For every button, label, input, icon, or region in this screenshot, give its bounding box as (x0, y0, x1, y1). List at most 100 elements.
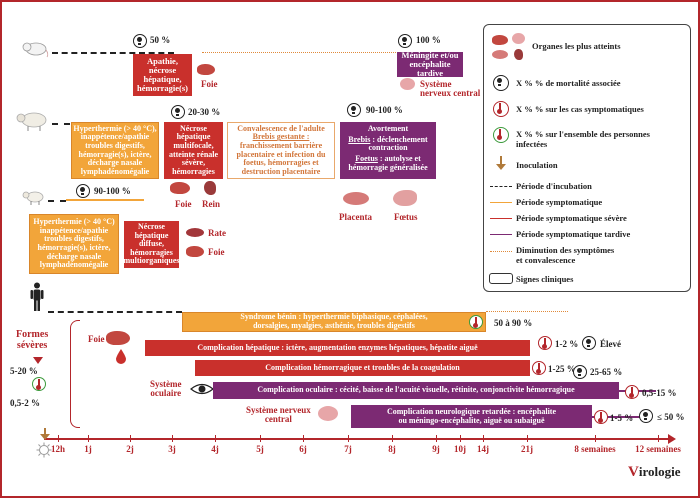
axis-arrow-icon (668, 434, 676, 444)
legend-all-infected: X % % sur l'ensemble des personnes infec… (516, 129, 650, 149)
axis-tick-label: 9j (432, 444, 440, 454)
sheep-abort-line2: Foetus : autolyse et hémorragie générali… (348, 153, 428, 172)
axis-tick-label: 8 semaines (574, 444, 616, 454)
axis-tick-label: 14j (477, 444, 489, 454)
sheep-icon (16, 112, 47, 131)
benign-syndrome-bar: Syndrome bénin : hyperthermie biphasique… (182, 312, 486, 332)
formes-severes-label: Formes sévères (16, 329, 49, 351)
human-incubation-line (48, 311, 182, 313)
sheep-abort-l1u: Brebis (348, 134, 371, 144)
axis-tick-mark (130, 435, 131, 442)
liver-icon (106, 331, 130, 345)
axis-tick-label: 8j (388, 444, 396, 454)
skull-icon (133, 34, 147, 48)
sheep-conv-body: franchissement barrière placentaire et i… (236, 140, 326, 176)
skull-icon (347, 103, 361, 117)
legend-organes: Organes les plus atteints (532, 41, 621, 51)
sheep-box-symptomatic: Hyperthermie (> 40 °C), inappétence/apat… (71, 122, 159, 179)
axis-tick-mark (460, 435, 461, 442)
axis-tick-mark (658, 435, 659, 442)
legend-mortality: X % % de mortalité associée (516, 78, 621, 88)
skull-icon (398, 34, 412, 48)
sheep-conv-sub: Brebis gestante : (252, 132, 310, 142)
brand-text: irologie (638, 464, 681, 479)
axis-tick-label: 12 semaines (635, 444, 681, 454)
skull-icon (171, 105, 185, 119)
lamb-rate-label: Rate (208, 228, 226, 238)
mouse-convalescence-line (202, 52, 400, 53)
hemorrhagic-pct: 1-25 % (548, 364, 576, 374)
skull-icon (493, 75, 509, 91)
legend-late-line (490, 234, 512, 235)
axis-tick-label: 5j (256, 444, 264, 454)
brain-icon (400, 78, 415, 90)
thermometer-icon (493, 101, 509, 117)
thermometer-green-icon (493, 127, 509, 143)
legend-diminution: Diminution des symptômes et convalescenc… (516, 245, 615, 265)
down-arrow-icon (33, 357, 43, 364)
axis-tick-mark (348, 435, 349, 442)
benign-pct: 50 à 90 % (494, 318, 533, 328)
hepatic-mortality: Élevé (600, 339, 621, 349)
neuro-complication-bar: Complication neurologique retardée : enc… (351, 405, 592, 428)
lamb-box-severe: Nécrose hépatique diffuse, hémorragies m… (124, 221, 180, 268)
placenta-icon (492, 50, 508, 59)
legend-signs: Signes cliniques (516, 274, 574, 284)
axis-tick-mark (436, 435, 437, 442)
ocular-pct: 0,5-15 % (642, 388, 677, 398)
sheep-foie-label: Foie (175, 199, 192, 209)
lamb-foie-label: Foie (208, 247, 225, 257)
brain-icon (318, 406, 338, 421)
liver-icon (492, 35, 508, 45)
liver-icon (197, 64, 215, 75)
mouse-foie-label: Foie (201, 79, 218, 89)
legend-sympt-period: Période symptomatique (516, 197, 603, 207)
axis-tick-mark (527, 435, 528, 442)
lamb-icon (22, 191, 44, 205)
lamb-symptomatic-line (66, 199, 144, 201)
mouse-mortality: 50 % (150, 35, 171, 45)
axis-tick-mark (595, 435, 596, 442)
lamb-box-symptomatic: Hyperthermie (> 40 °C) inappétence/apath… (29, 214, 119, 274)
skull-icon (573, 365, 587, 379)
legend-severe-line (490, 218, 512, 219)
legend-sympt-line (490, 202, 512, 203)
neuro-pct: 1-5 % (610, 413, 634, 423)
axis-tick-label: 4j (211, 444, 219, 454)
sheep-rein-label: Rein (202, 199, 220, 209)
skull-icon (76, 184, 90, 198)
lamb-incubation-line (48, 200, 66, 202)
axis-tick-label: 12h (50, 444, 66, 454)
sheep-abort-l2: : autolyse et hémorragie généralisée (348, 153, 428, 172)
legend-dimin-line (490, 251, 512, 252)
hepatic-pct: 1-2 % (555, 339, 579, 349)
mouse-mortality-late: 100 % (416, 35, 441, 45)
mouse-snc-label: Système nerveux central (420, 79, 481, 99)
sheep-mortality-sev: 20-30 % (188, 107, 221, 117)
skull-icon (582, 336, 596, 350)
axis-tick-label: 7j (344, 444, 352, 454)
legend-severe-period: Période symptomatique sévère (516, 213, 627, 223)
sheep-abort-l2u: Foetus (355, 153, 378, 163)
axis-tick-mark (260, 435, 261, 442)
axis-tick-mark (215, 435, 216, 442)
spleen-icon (186, 228, 204, 237)
human-foie-label: Foie (88, 334, 105, 344)
snc-label: Système nerveux central (246, 405, 311, 425)
severe-brace (70, 320, 80, 428)
thermometer-icon (594, 410, 608, 424)
mouse-icon (22, 42, 49, 58)
human-convalescence-line (486, 311, 568, 312)
inoculation-arrow-shaft (44, 428, 46, 435)
axis-tick-label: 21j (521, 444, 533, 454)
time-axis (44, 438, 670, 440)
mouse-incubation-line (52, 52, 174, 54)
brand-logo: Virologie (628, 464, 681, 480)
virus-icon (36, 442, 52, 458)
inoculation-arrow-icon (496, 164, 506, 170)
thermometer-green-icon (32, 377, 46, 391)
legend-inoculation: Inoculation (516, 160, 558, 170)
sheep-box-convalescence: Convalescence de l'adulte Brebis gestant… (227, 122, 335, 179)
axis-tick-label: 3j (168, 444, 176, 454)
